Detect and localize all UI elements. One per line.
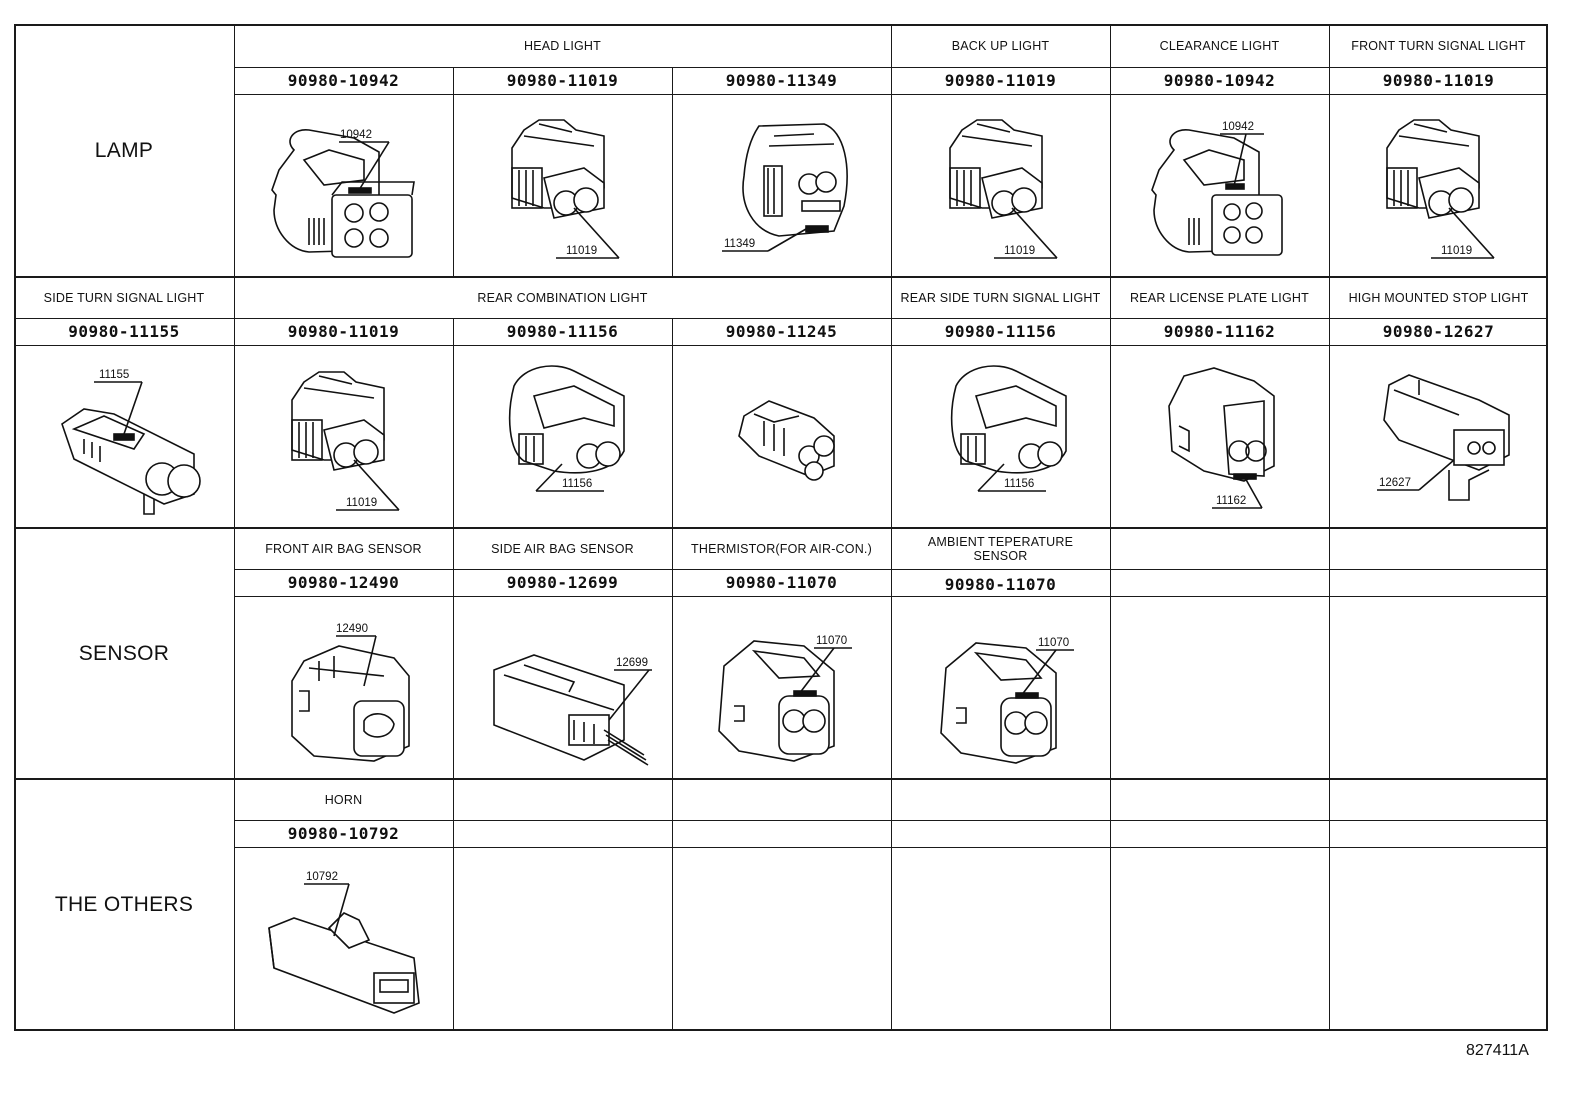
figure-code: 827411A	[1466, 1042, 1529, 1059]
header-side-turn-signal-light: SIDE TURN SIGNAL LIGHT	[43, 290, 205, 305]
connector-drawing-11070: 11070	[916, 608, 1096, 778]
connector-drawing-10942: 10942	[254, 100, 434, 272]
connector-drawing-11162: 11162	[1144, 356, 1314, 524]
part-number: 90980-12490	[287, 573, 400, 592]
header-line: SENSOR	[973, 548, 1028, 563]
callout-label: 11349	[724, 238, 755, 250]
callout-label: 10942	[340, 129, 372, 141]
connector-drawing-10792: 10792	[254, 858, 444, 1028]
part-number: 90980-11019	[287, 322, 400, 341]
category-others: THE OTHERS	[54, 892, 194, 916]
part-number: 90980-11349	[725, 71, 838, 90]
callout-label: 12627	[1379, 477, 1411, 489]
connector-drawing-11155: 11155	[44, 354, 224, 524]
callout-label: 10942	[1222, 121, 1254, 133]
part-number: 90980-11019	[1382, 71, 1495, 90]
connector-drawing-11019: 11019	[922, 108, 1092, 272]
header-horn: HORN	[324, 792, 363, 807]
header-rear-license-plate-light: REAR LICENSE PLATE LIGHT	[1130, 290, 1309, 305]
header-high-mounted-stop-light: HIGH MOUNTED STOP LIGHT	[1348, 290, 1529, 305]
connector-drawing-12627: 12627	[1359, 360, 1539, 524]
connector-drawing-11019: 11019	[1359, 108, 1529, 272]
part-number: 90980-10942	[287, 71, 400, 90]
part-number: 90980-10792	[287, 824, 400, 843]
callout-label: 11019	[566, 245, 597, 257]
header-line: AMBIENT TEPERATURE	[927, 534, 1074, 549]
connector-drawing-11349: 11349	[694, 106, 874, 272]
category-sensor: SENSOR	[78, 641, 170, 665]
part-number: 90980-12699	[506, 573, 619, 592]
callout-label: 11070	[816, 635, 847, 647]
connector-drawing-12699: 12699	[474, 630, 664, 776]
connector-drawing-11070: 11070	[694, 606, 874, 776]
header-rear-combination-light: REAR COMBINATION LIGHT	[477, 290, 648, 305]
callout-label: 10792	[306, 871, 338, 883]
header-head-light: HEAD LIGHT	[523, 38, 601, 53]
callout-label: 11019	[1004, 245, 1035, 257]
part-number: 90980-11162	[1163, 322, 1276, 341]
part-number: 90980-11156	[506, 322, 619, 341]
header-clearance-light: CLEARANCE LIGHT	[1159, 38, 1280, 53]
callout-label: 11162	[1216, 495, 1246, 507]
header-thermistor: THERMISTOR(FOR AIR-CON.)	[691, 541, 872, 556]
connector-drawing-11019: 11019	[264, 360, 434, 524]
part-number: 90980-12627	[1382, 322, 1495, 341]
category-lamp: LAMP	[94, 138, 154, 162]
header-front-air-bag-sensor: FRONT AIR BAG SENSOR	[265, 541, 422, 556]
callout-label: 11070	[1038, 637, 1069, 649]
callout-label: 11019	[346, 497, 377, 509]
part-number: 90980-11156	[944, 322, 1057, 341]
part-number: 90980-11070	[944, 575, 1057, 594]
part-number: 90980-10942	[1163, 71, 1276, 90]
header-back-up-light: BACK UP LIGHT	[951, 38, 1050, 53]
part-number: 90980-11019	[944, 71, 1057, 90]
part-number: 90980-11070	[725, 573, 838, 592]
header-rear-side-turn-signal-light: REAR SIDE TURN SIGNAL LIGHT	[900, 290, 1101, 305]
callout-label: 11156	[562, 478, 592, 490]
connector-drawing-10942: 10942	[1134, 100, 1314, 272]
callout-label: 12699	[616, 657, 648, 669]
callout-label: 12490	[336, 623, 368, 635]
connector-drawing-11156: 11156	[926, 356, 1096, 524]
header-side-air-bag-sensor: SIDE AIR BAG SENSOR	[491, 541, 634, 556]
callout-label: 11155	[99, 369, 129, 381]
header-ambient-temperature-sensor: AMBIENT TEPERATURE SENSOR	[891, 528, 1110, 569]
connector-drawing-11019: 11019	[484, 108, 654, 272]
connector-reference-table: LAMP SENSOR THE OTHERS HEAD LIGHT BACK U…	[14, 24, 1548, 1034]
connector-drawing-11245	[714, 376, 864, 506]
part-number: 90980-11019	[506, 71, 619, 90]
header-front-turn-signal-light: FRONT TURN SIGNAL LIGHT	[1351, 38, 1526, 53]
callout-label: 11019	[1441, 245, 1472, 257]
part-number: 90980-11155	[68, 322, 180, 341]
connector-drawing-11156: 11156	[484, 356, 654, 524]
part-number: 90980-11245	[725, 322, 838, 341]
connector-drawing-12490: 12490	[264, 606, 444, 776]
callout-label: 11156	[1004, 478, 1034, 490]
